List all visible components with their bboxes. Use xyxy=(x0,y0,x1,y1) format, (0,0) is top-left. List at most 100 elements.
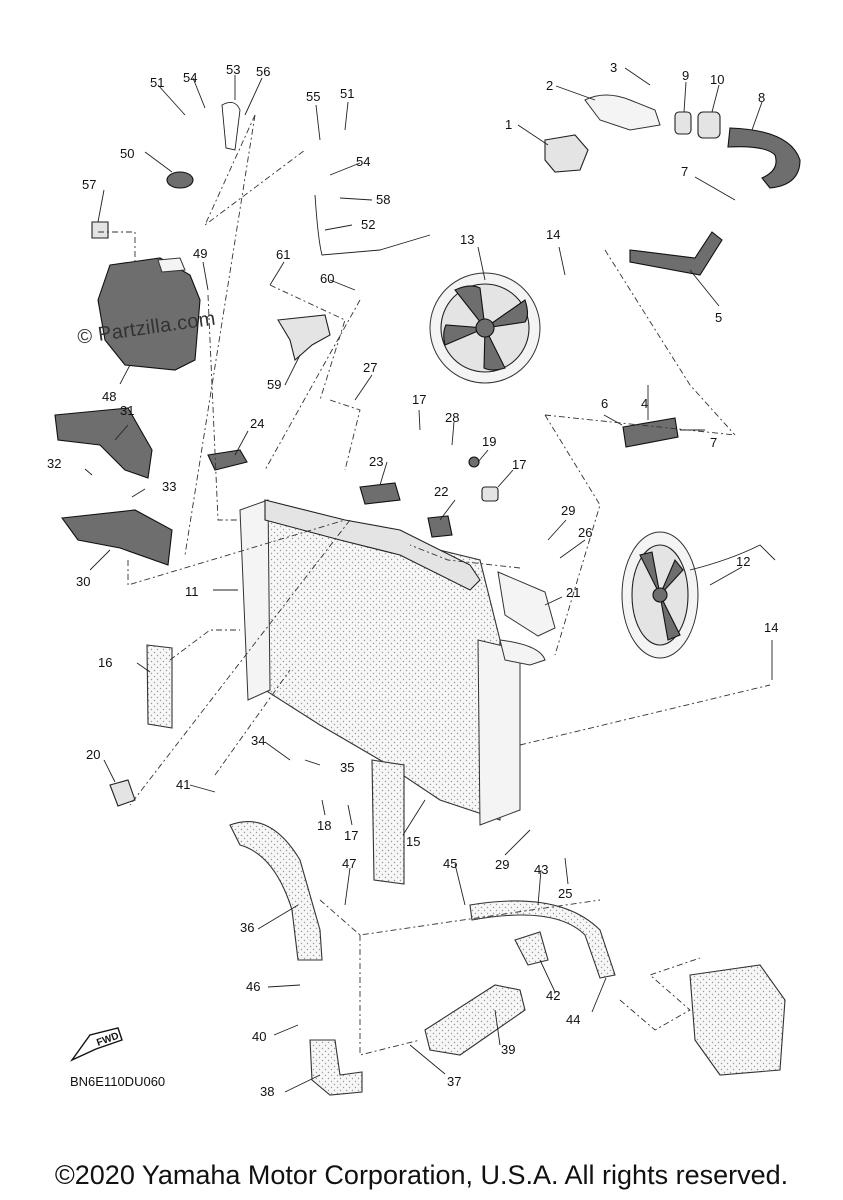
callout-37: 37 xyxy=(447,1074,461,1089)
fan-13-shape xyxy=(429,272,541,384)
callout-30: 30 xyxy=(76,574,90,589)
callout-4: 4 xyxy=(641,396,648,411)
callout-19: 19 xyxy=(482,434,496,449)
callout-7b: 7 xyxy=(710,435,717,450)
callout-50: 50 xyxy=(120,146,134,161)
callout-21: 21 xyxy=(566,585,580,600)
callout-3: 3 xyxy=(610,60,617,75)
radiator-assembly xyxy=(239,499,546,826)
callout-61: 61 xyxy=(276,247,290,262)
callout-48: 48 xyxy=(102,389,116,404)
callout-20: 20 xyxy=(86,747,100,762)
callout-5: 5 xyxy=(715,310,722,325)
tank-cap-shape xyxy=(157,257,186,273)
part-4-shape xyxy=(622,417,679,448)
callout-43: 43 xyxy=(534,862,548,877)
part-50-shape xyxy=(166,171,194,189)
part-43-shape xyxy=(469,900,616,979)
callout-29a: 29 xyxy=(561,503,575,518)
part-21-shape xyxy=(497,571,556,637)
callout-14a: 14 xyxy=(546,227,560,242)
callout-7a: 7 xyxy=(681,164,688,179)
callout-54a: 54 xyxy=(183,70,197,85)
callout-58: 58 xyxy=(376,192,390,207)
callout-18: 18 xyxy=(317,818,331,833)
leader-lines xyxy=(84,67,773,1093)
part-52-shape xyxy=(314,194,431,256)
callout-41: 41 xyxy=(176,777,190,792)
callout-15: 15 xyxy=(406,834,420,849)
callout-29b: 29 xyxy=(495,857,509,872)
callout-14b: 14 xyxy=(764,620,778,635)
part-9-shape xyxy=(674,111,692,135)
part-53-shape xyxy=(221,101,241,151)
part-8-shape xyxy=(727,127,801,189)
callout-57: 57 xyxy=(82,177,96,192)
part-59-shape xyxy=(277,314,331,362)
part-17-shape xyxy=(481,486,499,502)
part-30-shape xyxy=(60,509,173,566)
part-36-shape xyxy=(229,821,323,961)
callout-38: 38 xyxy=(260,1084,274,1099)
callout-28: 28 xyxy=(445,410,459,425)
callout-2: 2 xyxy=(546,78,553,93)
part-57-shape xyxy=(91,221,109,239)
callout-51b: 51 xyxy=(340,86,354,101)
callout-46: 46 xyxy=(246,979,260,994)
callout-26: 26 xyxy=(578,525,592,540)
callout-54b: 54 xyxy=(356,154,370,169)
part-24-shape xyxy=(207,449,248,471)
callout-10: 10 xyxy=(710,72,724,87)
callout-36: 36 xyxy=(240,920,254,935)
callout-13: 13 xyxy=(460,232,474,247)
part-38-shape xyxy=(309,1039,363,1096)
callout-1: 1 xyxy=(505,117,512,132)
part-5-shape xyxy=(629,231,723,276)
callout-11: 11 xyxy=(185,584,199,599)
callout-34: 34 xyxy=(251,733,265,748)
callout-17a: 17 xyxy=(412,392,426,407)
callout-56: 56 xyxy=(256,64,270,79)
part-42-shape xyxy=(514,931,549,966)
callout-35: 35 xyxy=(340,760,354,775)
callout-27: 27 xyxy=(363,360,377,375)
part-1-shape xyxy=(544,134,589,173)
part-20-shape xyxy=(109,779,136,807)
engine-block-shape xyxy=(689,964,786,1076)
callout-51a: 51 xyxy=(150,75,164,90)
callout-12: 12 xyxy=(736,554,750,569)
callout-6: 6 xyxy=(601,396,608,411)
callout-22: 22 xyxy=(434,484,448,499)
callout-24: 24 xyxy=(250,416,264,431)
fwd-arrow-icon: FWD xyxy=(69,1027,123,1062)
callout-47: 47 xyxy=(342,856,356,871)
part-23-shape xyxy=(359,482,401,505)
callout-23: 23 xyxy=(369,454,383,469)
part-22-shape xyxy=(427,515,453,538)
callout-25: 25 xyxy=(558,886,572,901)
callout-59: 59 xyxy=(267,377,281,392)
callout-55: 55 xyxy=(306,89,320,104)
callout-60: 60 xyxy=(320,271,334,286)
part-2-shape xyxy=(584,94,661,131)
part-10-shape xyxy=(697,111,721,139)
callout-52: 52 xyxy=(361,217,375,232)
callout-33: 33 xyxy=(162,479,176,494)
callout-17c: 17 xyxy=(344,828,358,843)
callout-40: 40 xyxy=(252,1029,266,1044)
callout-44: 44 xyxy=(566,1012,580,1027)
fan-12-shape xyxy=(621,531,776,659)
callout-31: 31 xyxy=(120,403,134,418)
callout-17b: 17 xyxy=(512,457,526,472)
callout-49: 49 xyxy=(193,246,207,261)
callout-42: 42 xyxy=(546,988,560,1003)
callout-numbers: 1 2 3 4 5 6 7 7 8 9 10 11 12 13 14 14 15… xyxy=(47,60,778,1099)
part-16-shape xyxy=(146,644,173,729)
callout-32: 32 xyxy=(47,456,61,471)
diagram-code: BN6E110DU060 xyxy=(70,1074,166,1089)
part-19-shape xyxy=(468,456,480,468)
callout-8: 8 xyxy=(758,90,765,105)
part-15-shape xyxy=(371,759,405,885)
copyright-notice: ©2020 Yamaha Motor Corporation, U.S.A. A… xyxy=(54,1160,789,1190)
